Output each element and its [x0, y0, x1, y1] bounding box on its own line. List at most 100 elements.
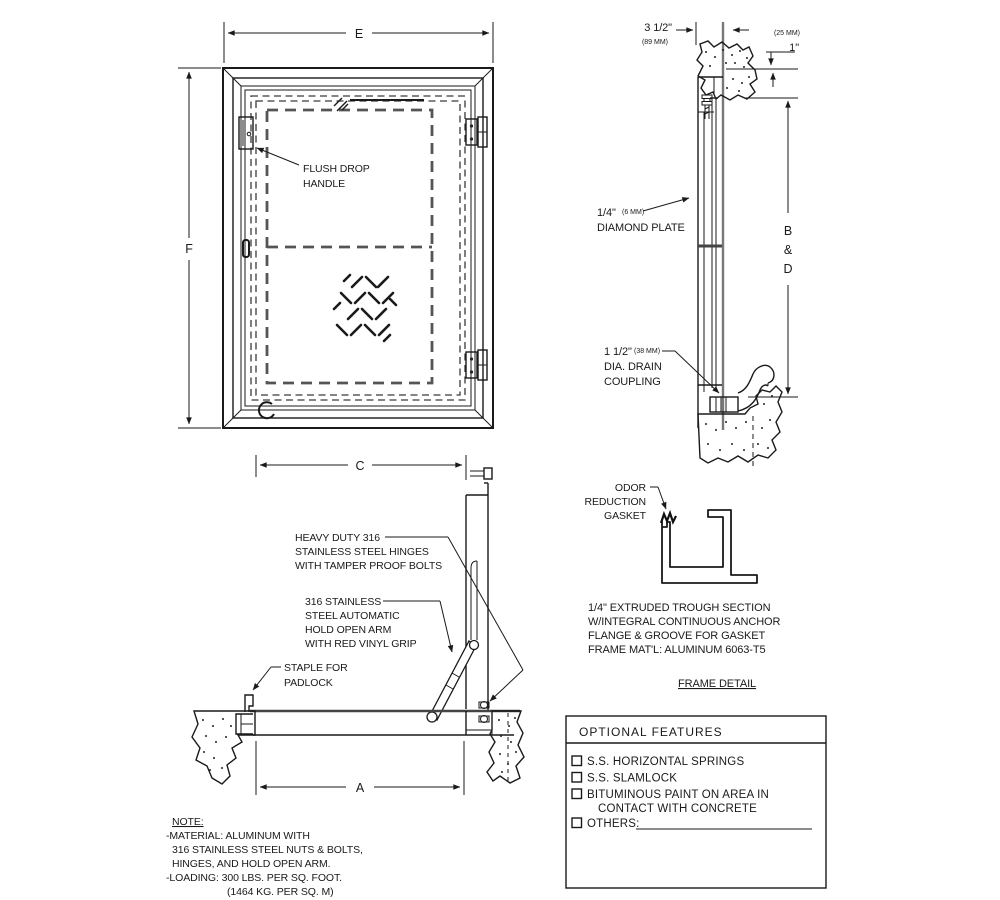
dim-recess-mm: (25 MM) [774, 30, 800, 37]
handle-label-1: FLUSH DROP [303, 163, 370, 175]
frame-detail-view: ODOR REDUCTION GASKET 1/4" EXTRUDED TROU… [584, 482, 780, 690]
dim-c: C [255, 455, 467, 480]
dim-a: A [255, 741, 465, 795]
dim-recess-label: 1" [789, 42, 799, 54]
door-edge-dashed-2 [255, 100, 461, 396]
hatch-frame-inner-1 [232, 77, 484, 419]
frame-desc-3: FLANGE & GROOVE FOR GASKET [588, 630, 765, 642]
note-line-3: HINGES, AND HOLD OPEN ARM. [172, 858, 330, 870]
note-line-4: -LOADING: 300 LBS. PER SQ. FOOT. [166, 872, 342, 884]
note-block: NOTE: -MATERIAL: ALUMINUM WITH 316 STAIN… [166, 816, 363, 898]
checkbox-bituminous-paint[interactable] [571, 788, 583, 800]
concrete-right [486, 710, 525, 784]
dim-f: F [178, 67, 221, 429]
option-label-slamlock: S.S. SLAMLOCK [587, 773, 677, 785]
dim-e-label: E [355, 27, 363, 41]
options-title: OPTIONAL FEATURES [579, 725, 723, 739]
frame-detail-caption: FRAME DETAIL [678, 678, 756, 690]
diamond-plate-callout: 1/4" (6 MM) DIAMOND PLATE [597, 197, 690, 234]
concrete-left [191, 710, 256, 785]
gasket-label-1: ODOR [615, 482, 647, 494]
dim-depth-mm: (89 MM) [642, 39, 668, 46]
optional-features-box: OPTIONAL FEATURES S.S. HORIZONTAL SPRING… [565, 715, 827, 889]
concrete-top-stipple [705, 49, 750, 92]
hinge-label-2: STAINLESS STEEL HINGES [295, 546, 429, 558]
handle-leader [256, 147, 300, 166]
hatch-frame-inner-3 [244, 89, 472, 407]
gasket-label-2: REDUCTION [584, 496, 646, 508]
drain-label-2: DIA. DRAIN [604, 361, 662, 373]
trough-profile [661, 509, 758, 584]
hinge-label-3: WITH TAMPER PROOF BOLTS [295, 560, 442, 572]
hatch-frame-inner-2 [240, 85, 476, 411]
dim-f-label: F [185, 242, 193, 256]
hinge-callout: HEAVY DUTY 316 STAINLESS STEEL HINGES WI… [295, 532, 524, 702]
drain-label-mm: (38 MM) [634, 348, 660, 355]
hold-open-arm-channel [470, 560, 478, 640]
flush-drop-handle [238, 116, 254, 150]
hinge-bottom [465, 349, 488, 381]
drain-hole [257, 401, 275, 420]
frame-trough-section [697, 76, 723, 428]
option-label-bituminous-1: BITUMINOUS PAINT ON AREA IN [587, 789, 769, 801]
note-line-5: (1464 KG. PER SQ. M) [227, 886, 334, 898]
arm-label-3: HOLD OPEN ARM [305, 624, 391, 636]
option-label-horizontal-springs: S.S. HORIZONTAL SPRINGS [587, 756, 744, 768]
checkbox-horizontal-springs[interactable] [571, 755, 583, 767]
drain-pipe [737, 364, 775, 412]
plate-label-size: 1/4" [597, 207, 616, 219]
frame-miter-joints [222, 67, 494, 429]
drain-label-size: 1 1/2" [604, 346, 632, 358]
note-line-2: 316 STAINLESS STEEL NUTS & BOLTS, [172, 844, 363, 856]
dim-b-d: B & D [748, 100, 798, 398]
option-label-others: OTHERS: [587, 818, 640, 830]
odor-gasket [659, 509, 677, 525]
dim-bd-3: D [784, 262, 793, 276]
options-border [565, 715, 827, 889]
frame-section-view: 3 1/2" (89 MM) (25 MM) 1" B & D [597, 22, 800, 466]
diamond-plate-symbol [332, 273, 398, 343]
concrete-right-stipple [498, 717, 517, 773]
frame-desc-1: 1/4" EXTRUDED TROUGH SECTION [588, 602, 771, 614]
dim-e: E [223, 22, 494, 63]
latch-slot [242, 239, 250, 258]
hinge-label-1: HEAVY DUTY 316 [295, 532, 380, 544]
open-door [465, 467, 493, 710]
padlock-staple [244, 694, 254, 712]
dim-depth-label: 3 1/2" [644, 22, 672, 34]
dim-a-label: A [356, 781, 365, 795]
option-label-bituminous-2: CONTACT WITH CONCRETE [598, 803, 757, 815]
note-heading: NOTE: [172, 816, 204, 828]
staple-label-2: PADLOCK [284, 677, 333, 689]
door-edge-dashed [250, 95, 466, 401]
gasket-label-3: GASKET [604, 510, 647, 522]
dim-bd-2: & [784, 243, 793, 257]
handle-label-2: HANDLE [303, 178, 345, 190]
staple-callout: STAPLE FOR PADLOCK [252, 662, 348, 691]
frame-sill [235, 709, 520, 736]
frame-desc-2: W/INTEGRAL CONTINUOUS ANCHOR [588, 616, 781, 628]
dim-bd-1: B [784, 224, 792, 238]
door-plate-section [710, 97, 718, 388]
staple-label-1: STAPLE FOR [284, 662, 348, 674]
hatch-outer-frame [222, 67, 494, 429]
concrete-bottom [697, 385, 783, 466]
hold-open-arm [426, 639, 480, 723]
note-line-1: -MATERIAL: ALUMINUM WITH [166, 830, 310, 842]
concrete-left-stipple [202, 718, 232, 771]
open-door-section-view: C [191, 455, 525, 795]
plate-label-text: DIAMOND PLATE [597, 222, 685, 234]
concrete-bottom-stipple [705, 395, 773, 451]
arm-label-4: WITH RED VINYL GRIP [305, 638, 417, 650]
door-hinge-bolts [478, 701, 490, 723]
checkbox-slamlock[interactable] [571, 771, 583, 783]
checkbox-others[interactable] [571, 817, 583, 829]
plan-view: E F [178, 22, 494, 429]
hinge-top [465, 116, 488, 148]
drain-coupling [709, 396, 739, 413]
drain-label-3: COUPLING [604, 376, 661, 388]
dim-c-label: C [356, 459, 365, 473]
arm-callout: 316 STAINLESS STEEL AUTOMATIC HOLD OPEN … [305, 596, 454, 653]
